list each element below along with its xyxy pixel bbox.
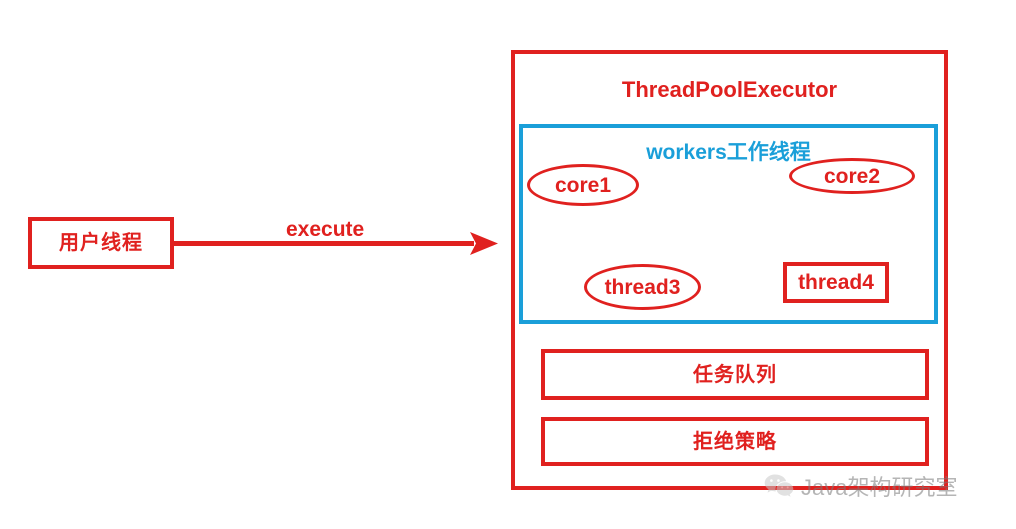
execute-label: execute (286, 218, 365, 241)
worker-node-core1: core1 (527, 164, 639, 206)
worker-node-core2: core2 (789, 158, 915, 194)
user-thread-label: 用户线程 (59, 232, 143, 254)
wechat-icon (764, 474, 794, 497)
thread-pool-executor-title: ThreadPoolExecutor (621, 77, 838, 102)
worker-node-thread3: thread3 (584, 264, 701, 310)
watermark: Java架构研究室 (764, 470, 957, 502)
watermark-text: Java架构研究室 (801, 475, 958, 500)
workers-title: workers工作线程 (646, 141, 811, 164)
worker-node-thread4: thread4 (783, 262, 889, 303)
task-queue-label: 任务队列 (693, 363, 777, 386)
task-queue-box: 任务队列 (541, 349, 929, 400)
execute-arrow (174, 226, 504, 262)
worker-label-core1: core1 (554, 173, 612, 197)
rejection-policy-label: 拒绝策略 (693, 430, 777, 453)
arrow-right-icon (174, 232, 498, 255)
user-thread-box: 用户线程 (28, 217, 174, 269)
rejection-policy-box: 拒绝策略 (541, 417, 929, 466)
worker-label-thread4: thread4 (798, 271, 874, 294)
worker-label-core2: core2 (823, 164, 881, 188)
worker-label-thread3: thread3 (604, 275, 681, 299)
